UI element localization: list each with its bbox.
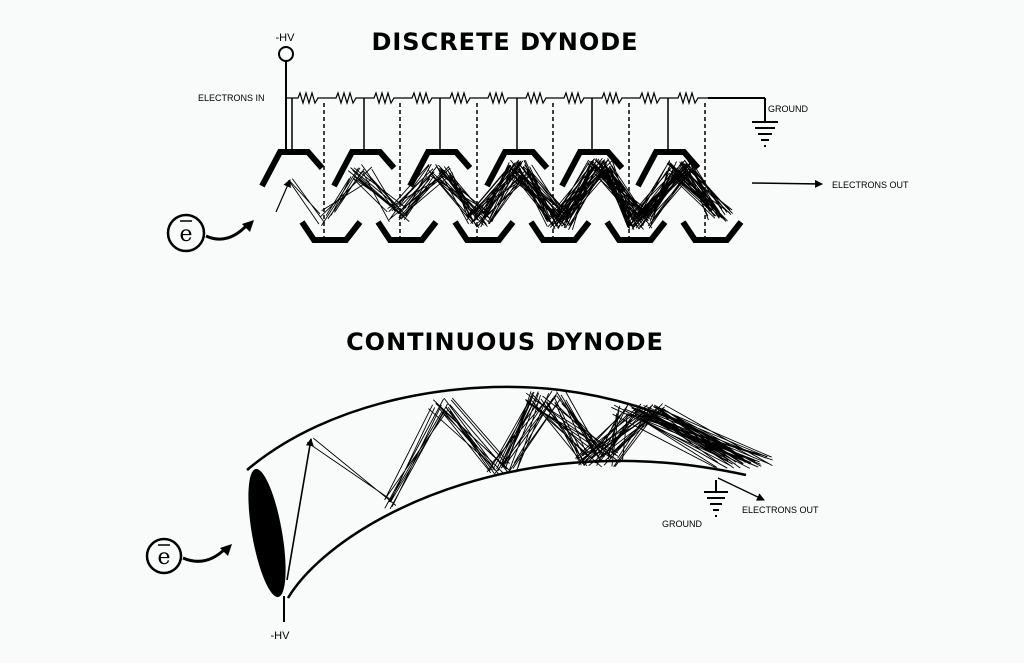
continuous-cascade-segment-1	[306, 437, 397, 506]
discrete-cascade-segment-10	[626, 159, 694, 230]
dynode-bottom-3	[452, 220, 516, 243]
discrete-cascade-segment-9	[587, 158, 653, 231]
discrete-cascade-segment-5	[427, 164, 493, 229]
discrete-ground-label: GROUND	[768, 104, 808, 114]
discrete-title: DISCRETE DYNODE	[371, 28, 638, 56]
discrete-cascade-segment-8	[547, 157, 614, 231]
continuous-ground-icon	[704, 480, 728, 517]
resistor-chain	[286, 90, 708, 106]
resistor-zigzag	[286, 90, 708, 106]
continuous-hv-label: -HV	[271, 630, 291, 642]
discrete-ground-icon	[708, 97, 778, 147]
dynode-bottom-1	[299, 220, 363, 243]
dynode-bottom-2	[375, 220, 439, 243]
discrete-cascade-segment-11	[666, 159, 733, 222]
discrete-hv-terminal: -HV	[276, 32, 296, 150]
dynodes-top-row	[259, 149, 701, 188]
discrete-electron-cascade	[288, 157, 733, 231]
dynode-top-1	[259, 149, 325, 188]
dynode-top-3	[407, 149, 473, 188]
continuous-electron-cascade	[306, 391, 773, 510]
continuous-cascade-segment-2	[384, 398, 448, 510]
dynodes-bottom-row	[299, 220, 744, 243]
continuous-cascade-segment-6	[575, 403, 666, 467]
dynode-top-5	[559, 149, 625, 188]
continuous-cascade-segment-5	[525, 391, 621, 468]
dynode-bottom-5	[604, 220, 668, 243]
discrete-electron-symbol: e	[179, 222, 192, 247]
discrete-cascade-segment-4	[387, 163, 451, 221]
discrete-cascade-segment-2	[319, 166, 373, 227]
electrons-in-label: ELECTRONS IN	[198, 93, 265, 103]
discrete-cascade-segment-6	[466, 159, 533, 228]
continuous-electron-symbol: e	[157, 545, 170, 570]
discrete-electrons-out-label: ELECTRONS OUT	[832, 180, 909, 190]
discrete-electrons-out-arrow	[751, 179, 823, 188]
continuous-electrons-out-label: ELECTRONS OUT	[742, 505, 819, 515]
continuous-cascade-segment-7	[611, 404, 773, 469]
discrete-cascade-segment-7	[506, 159, 572, 230]
continuous-ground-label: GROUND	[662, 519, 702, 529]
dynode-top-4	[484, 149, 550, 188]
discrete-cascade-segment-1	[288, 178, 325, 225]
discrete-cascade-segment-3	[347, 164, 410, 223]
discrete-hv-label: -HV	[276, 32, 296, 44]
continuous-incoming-electron: e	[145, 537, 232, 575]
dynode-top-6	[635, 149, 701, 188]
dynode-bottom-4	[528, 220, 592, 243]
continuous-cascade-segment-3	[428, 397, 512, 475]
continuous-electrons-out-arrow	[717, 477, 765, 501]
continuous-title: CONTINUOUS DYNODE	[346, 328, 664, 356]
continuous-first-electron-path	[286, 438, 314, 581]
dynode-top-2	[331, 149, 397, 188]
continuous-cascade-segment-4	[486, 391, 561, 475]
continuous-dynode-entrance	[248, 468, 286, 598]
dynode-bottom-6	[680, 220, 744, 243]
discrete-incoming-electron: e	[166, 179, 291, 253]
